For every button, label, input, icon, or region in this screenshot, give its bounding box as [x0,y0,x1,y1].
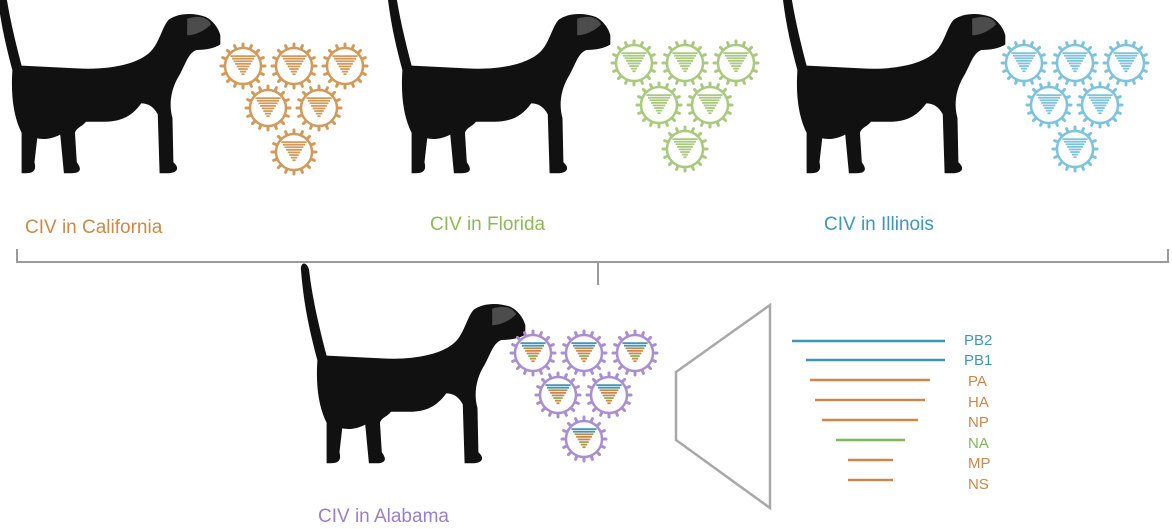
virus-particle-icon [613,331,657,375]
virus-particle-icon [663,127,707,171]
virus-particle-icon [1027,83,1071,127]
virus-particle-icon [637,83,681,127]
virus-particle-icon [612,41,656,85]
virus-particle-icon [536,373,580,417]
virus-particle-icon [1104,41,1148,85]
virus-particle-icon [562,417,606,461]
segment-label-pb1: PB1 [964,352,992,369]
virus-particle-icon [714,41,758,85]
virus-particle-icon [1002,41,1046,85]
virus-particle-icon [246,86,290,130]
segment-label-np: NP [968,414,989,431]
combination-bracket [17,249,1168,285]
virus-particle-icon [511,331,555,375]
label-florida: CIV in Florida [430,214,545,236]
label-california: CIV in California [25,217,162,239]
virus-particle-icon [221,44,265,88]
dog-alabama [301,264,525,464]
segment-label-pb2: PB2 [964,332,992,349]
segment-label-mp: MP [968,455,991,472]
virus-particle-icon [688,83,732,127]
virus-particle-icon [272,44,316,88]
segment-label-na: NA [968,435,989,452]
funnel-icon [676,305,770,508]
virus-particle-icon [587,373,631,417]
segment-label-ha: HA [968,394,989,411]
virus-particle-icon [272,130,316,174]
funnel-icon [676,305,770,508]
virus-particle-icon [1053,127,1097,171]
segment-label-ns: NS [968,476,989,493]
virus-particle-icon [1078,83,1122,127]
virus-particle-icon [1053,41,1097,85]
dog-illinois [781,0,1005,173]
dog-florida [386,0,610,173]
virus-particle-icon [297,86,341,130]
dog-california [0,0,220,173]
label-illinois: CIV in Illinois [824,214,934,236]
virus-particle-icon [562,331,606,375]
label-alabama: CIV in Alabama [318,506,449,528]
virus-particle-icon [323,44,367,88]
virus-particle-icon [663,41,707,85]
segment-label-pa: PA [968,373,987,390]
